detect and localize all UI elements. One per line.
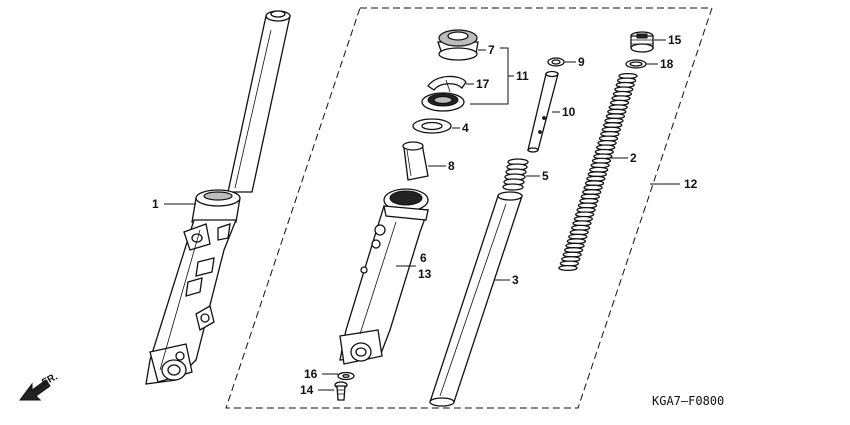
label-part-15[interactable]: 15 [668,33,682,47]
fork-slider-part-6[interactable] [339,188,429,365]
fork-pipe-part-3[interactable] [429,191,523,407]
dust-seal-part-7[interactable] [437,29,479,61]
assembly-boundary [225,7,713,409]
label-part-2[interactable]: 2 [630,151,637,165]
fork-piston-part-10[interactable] [527,70,559,153]
fork-spring-part-2[interactable] [558,72,638,272]
label-part-6[interactable]: 6 [420,251,427,265]
label-part-8[interactable]: 8 [448,159,455,173]
label-part-16[interactable]: 16 [304,367,318,381]
label-part-13[interactable]: 13 [418,267,432,281]
label-part-7[interactable]: 7 [488,43,495,57]
label-part-14[interactable]: 14 [300,383,314,397]
label-part-4[interactable]: 4 [462,121,469,135]
drawing-code: KGA7—F0800 [652,394,724,408]
fork-assembly-part-1[interactable] [145,10,291,385]
label-part-18[interactable]: 18 [660,57,674,71]
backup-ring-part-4[interactable] [412,118,452,134]
label-part-12[interactable]: 12 [684,177,698,191]
label-part-3[interactable]: 3 [512,273,519,287]
rebound-spring-part-5[interactable] [502,158,529,191]
stopper-ring-part-17[interactable] [427,75,467,93]
fork-bolt-part-15[interactable] [630,31,654,53]
o-ring-part-18[interactable] [625,59,647,69]
label-part-11[interactable]: 11 [516,69,529,83]
spring-coil [558,264,578,272]
bushing-part-8[interactable] [402,141,429,181]
piston-ring-part-9[interactable] [547,57,565,67]
bolt-part-14[interactable] [334,381,348,401]
oil-seal[interactable] [421,92,465,112]
label-part-1[interactable]: 1 [152,197,159,211]
front-direction-arrow-icon [19,379,51,401]
label-part-5[interactable]: 5 [542,169,549,183]
label-part-17[interactable]: 17 [476,77,490,91]
label-part-10[interactable]: 10 [562,105,576,119]
washer-part-16[interactable] [337,371,355,381]
label-part-9[interactable]: 9 [578,55,585,69]
bracket-part-11 [500,47,509,105]
front-direction-label: FR. [40,371,60,388]
